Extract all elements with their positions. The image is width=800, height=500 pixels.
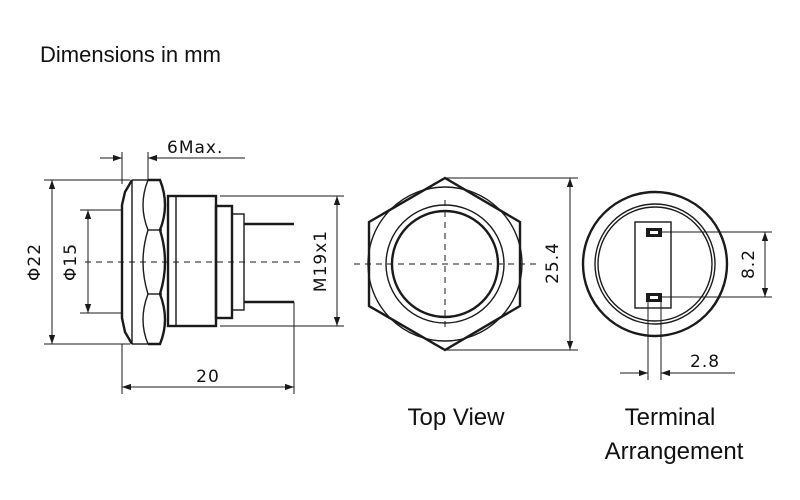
top-view-caption: Top View [408, 404, 506, 431]
terminal-middle-circle [594, 203, 716, 325]
dim-pin-width-label: 2.8 [690, 352, 720, 372]
hex-nut-front-face [142, 179, 149, 345]
terminal-pin-2-slot [650, 296, 658, 299]
terminal-inner-circle [597, 206, 713, 322]
terminal-outer-circle [581, 190, 729, 338]
hex-nut-side [148, 178, 167, 346]
button-cap-outline [120, 179, 134, 345]
base-insulator [231, 213, 245, 311]
terminal-caption-line1: Terminal [625, 404, 716, 431]
dim-thickness-label: 6Max. [167, 138, 223, 158]
dim-pin-spacing-label: 8.2 [739, 249, 759, 279]
page-title: Dimensions in mm [40, 42, 221, 67]
dim-across-corners-label: 25.4 [543, 242, 563, 284]
side-view: 6Max. Φ22 Φ15 M19x1 20 [25, 138, 344, 394]
dim-outer-dia-label: Φ22 [25, 243, 45, 281]
dim-length-label: 20 [196, 367, 220, 387]
terminal-pin-1-slot [650, 231, 658, 234]
dim-thread-label: M19x1 [311, 230, 331, 292]
dim-button-dia-label: Φ15 [61, 243, 81, 281]
terminal-view: 8.2 2.8 Terminal Arrangement [581, 190, 772, 465]
threaded-body [166, 194, 218, 328]
terminal-insulator-block [634, 221, 672, 309]
top-view: 25.4 Top View [354, 176, 578, 431]
terminal-caption-line2: Arrangement [605, 438, 744, 465]
